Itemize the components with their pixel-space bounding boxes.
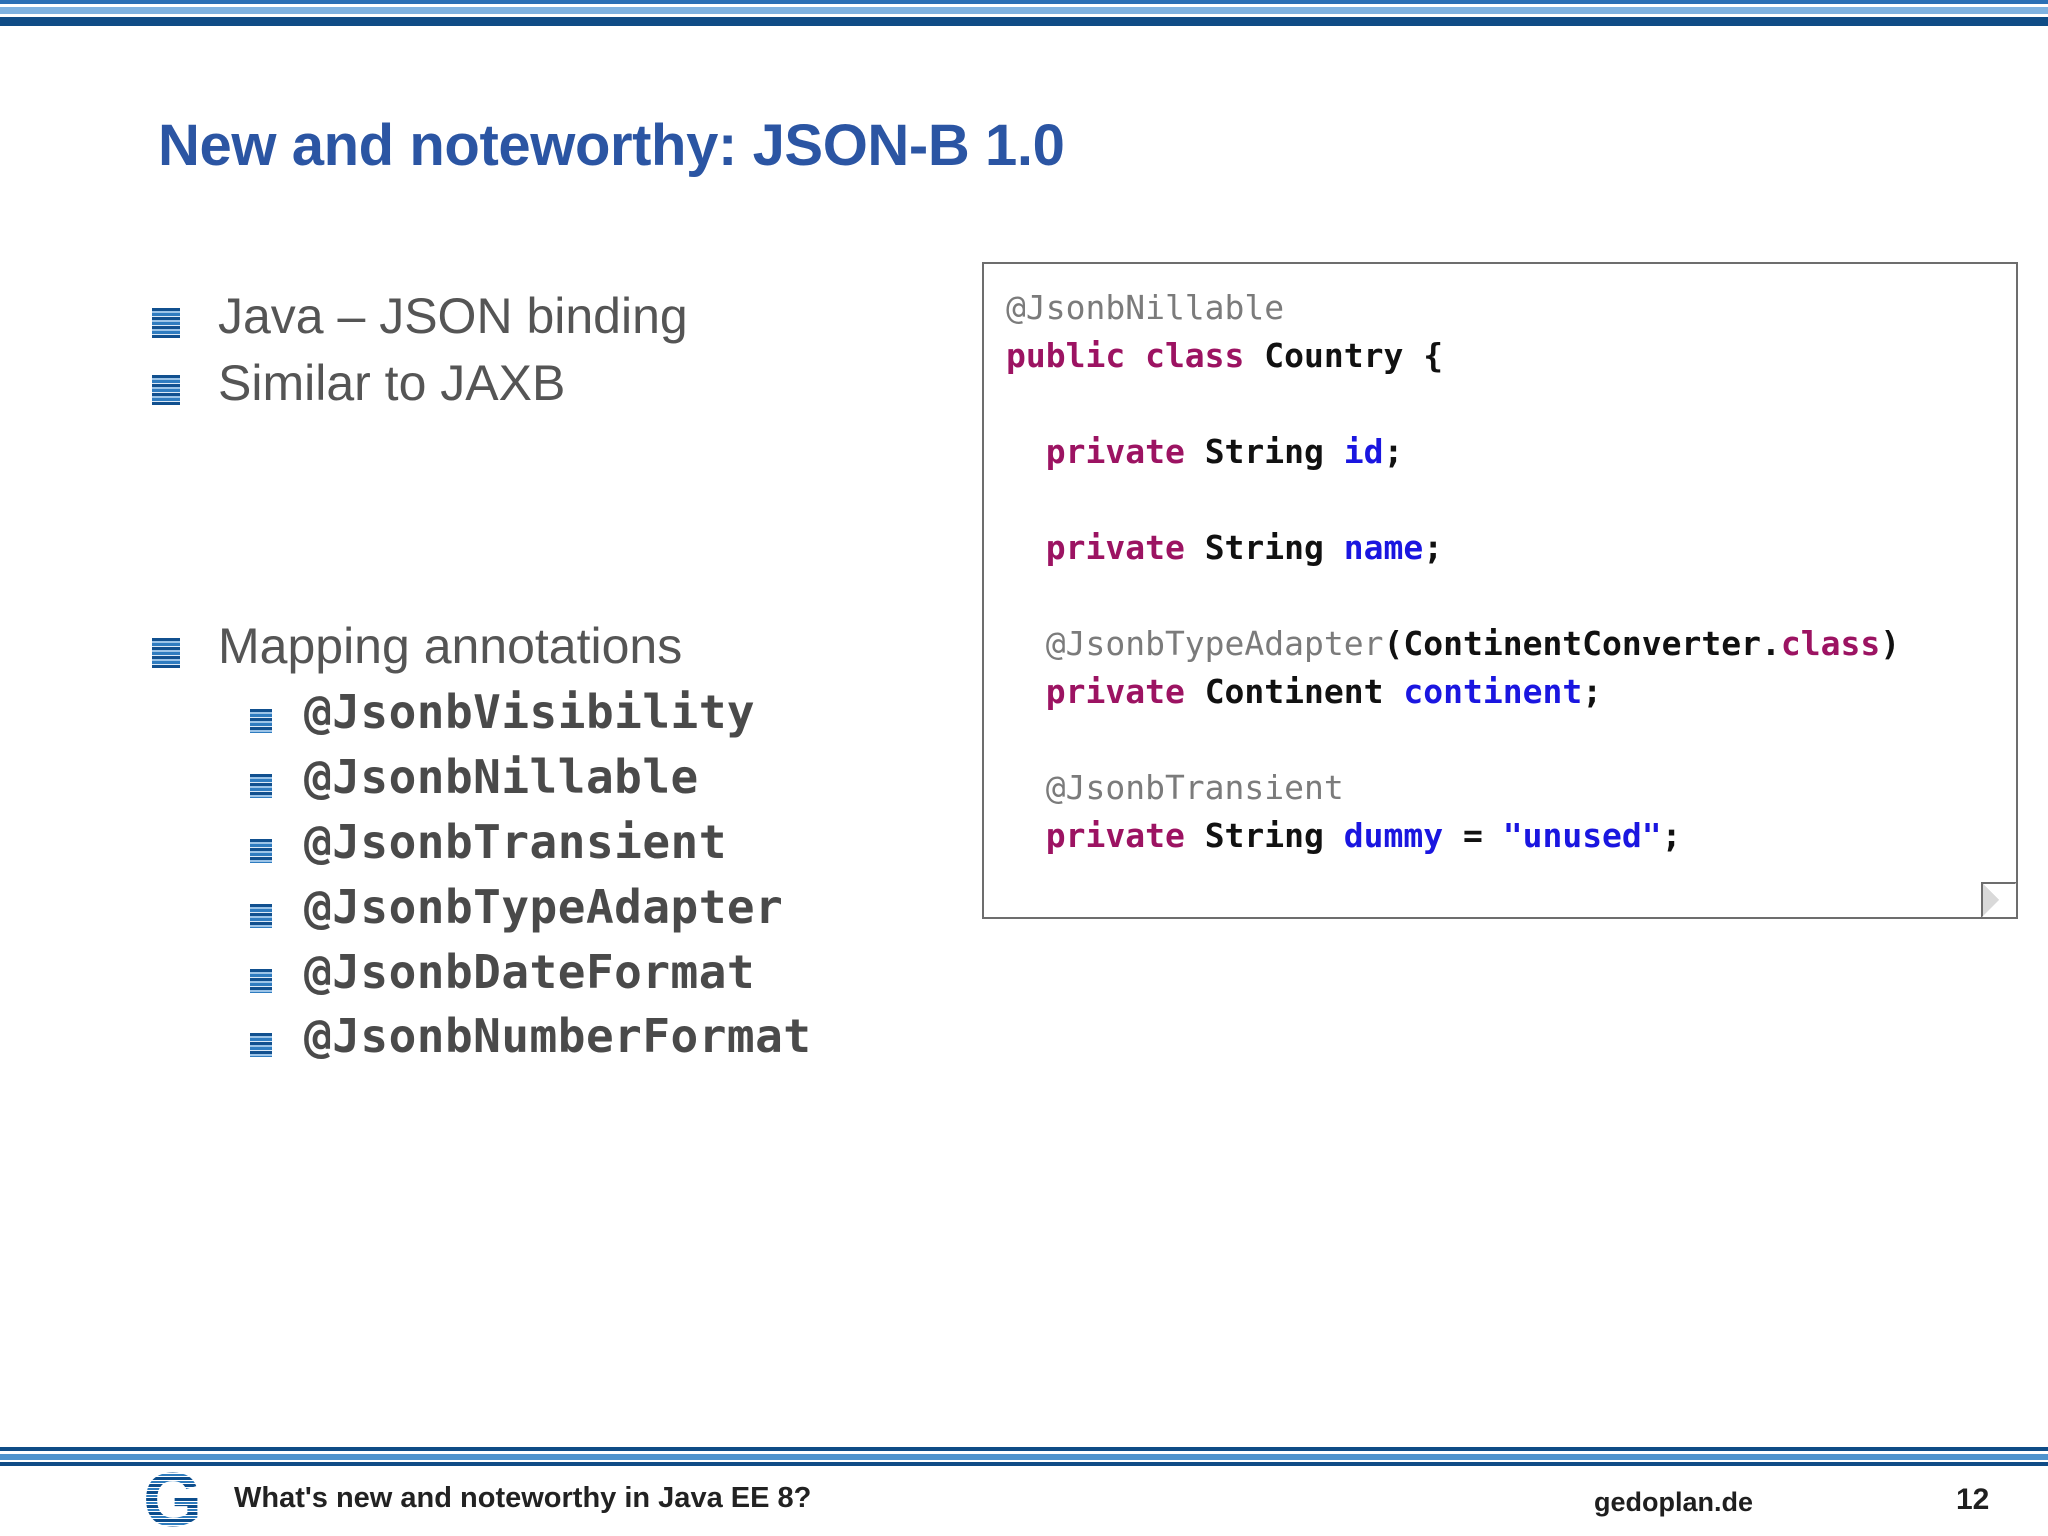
code-token: private bbox=[1006, 672, 1205, 711]
bullet-marker-icon bbox=[152, 308, 180, 338]
bullet-marker-icon bbox=[152, 638, 180, 668]
list-item: Similar to JAXB bbox=[152, 353, 982, 414]
code-token: @JsonbNillable bbox=[1006, 288, 1285, 327]
footer-deck-title: What's new and noteworthy in Java EE 8? bbox=[234, 1482, 812, 1514]
rule-band-3 bbox=[0, 7, 2048, 14]
code-token: ; bbox=[1661, 816, 1682, 855]
code-token: name bbox=[1343, 528, 1424, 567]
annotation-label: @JsonbDateFormat bbox=[304, 944, 756, 999]
gedoplan-logo-icon: G bbox=[143, 1470, 207, 1532]
code-line: @JsonbTransient bbox=[1006, 764, 2016, 812]
annotation-label: @JsonbNillable bbox=[304, 749, 699, 804]
list-item: Mapping annotations bbox=[152, 616, 982, 677]
code-token: @JsonbTypeAdapter bbox=[1006, 624, 1384, 663]
bullet-label: Similar to JAXB bbox=[218, 355, 566, 411]
code-line: public class Country { bbox=[1006, 332, 2016, 380]
rule-band-1 bbox=[0, 0, 2048, 4]
bullet-marker-icon bbox=[250, 903, 272, 928]
list-item: @JsonbTransient bbox=[152, 813, 982, 872]
rule-band-4 bbox=[0, 14, 2048, 17]
code-snippet-content: @JsonbNillable public class Country { pri… bbox=[984, 264, 2016, 860]
code-token: "unused" bbox=[1502, 816, 1662, 855]
code-token: private bbox=[1006, 432, 1205, 471]
code-line: private String id; bbox=[1006, 428, 2016, 476]
annotation-label: @JsonbNumberFormat bbox=[304, 1009, 812, 1064]
list-item: Java – JSON binding bbox=[152, 286, 982, 347]
bullet-label: Mapping annotations bbox=[218, 618, 683, 674]
code-line bbox=[1006, 716, 2016, 764]
code-token: ; bbox=[1383, 432, 1404, 471]
code-token: private bbox=[1006, 816, 1205, 855]
code-token: dummy bbox=[1343, 816, 1444, 855]
code-line bbox=[1006, 572, 2016, 620]
folded-corner-icon bbox=[1981, 882, 2016, 917]
bullet-marker-icon bbox=[250, 968, 272, 993]
code-snippet-box: @JsonbNillable public class Country { pri… bbox=[982, 262, 2018, 919]
code-token: String bbox=[1204, 528, 1344, 567]
list-item: @JsonbNillable bbox=[152, 748, 982, 807]
code-token: Continent bbox=[1204, 672, 1404, 711]
code-token: @JsonbTransient bbox=[1006, 768, 1344, 807]
annotation-label: @JsonbVisibility bbox=[304, 685, 756, 739]
code-token: String bbox=[1204, 816, 1344, 855]
bullet-label: Java – JSON binding bbox=[218, 288, 688, 344]
code-line: @JsonbNillable bbox=[1006, 284, 2016, 332]
code-token: public class bbox=[1006, 336, 1265, 375]
code-line bbox=[1006, 476, 2016, 524]
list-item: @JsonbTypeAdapter bbox=[152, 878, 982, 937]
code-token: Country { bbox=[1264, 336, 1444, 375]
footer-rule-band-1 bbox=[0, 1447, 2048, 1451]
bullet-marker-icon bbox=[250, 773, 272, 798]
code-token: id bbox=[1343, 432, 1384, 471]
footer-rule-band-2 bbox=[0, 1451, 2048, 1454]
bullet-marker-icon bbox=[250, 1033, 272, 1058]
code-line: @JsonbTypeAdapter(ContinentConverter.cla… bbox=[1006, 620, 2016, 668]
code-token: continent bbox=[1403, 672, 1583, 711]
annotation-label: @JsonbTypeAdapter bbox=[304, 879, 784, 934]
footer-rule-band-5 bbox=[0, 1462, 2048, 1466]
footer-rule-band-3 bbox=[0, 1454, 2048, 1460]
slide-title: New and noteworthy: JSON-B 1.0 bbox=[158, 113, 1065, 178]
footer-page-number: 12 bbox=[1956, 1483, 1990, 1516]
code-line: private String dummy = "unused"; bbox=[1006, 812, 2016, 860]
code-token: class bbox=[1780, 624, 1881, 663]
list-item: @JsonbVisibility bbox=[152, 683, 982, 742]
code-token: String bbox=[1204, 432, 1344, 471]
code-token: (ContinentConverter. bbox=[1383, 624, 1781, 663]
bullet-marker-icon bbox=[250, 709, 272, 733]
annotation-label: @JsonbTransient bbox=[304, 814, 727, 869]
bullet-marker-icon bbox=[250, 838, 272, 863]
list-item: @JsonbNumberFormat bbox=[152, 1007, 982, 1066]
code-line: private Continent continent; bbox=[1006, 668, 2016, 716]
code-line: private String name; bbox=[1006, 524, 2016, 572]
rule-band-2 bbox=[0, 4, 2048, 7]
code-token: ; bbox=[1582, 672, 1603, 711]
bullet-list: Java – JSON binding Similar to JAXB Mapp… bbox=[152, 286, 982, 1072]
code-line bbox=[1006, 380, 2016, 428]
code-token: private bbox=[1006, 528, 1205, 567]
content-spacer bbox=[152, 420, 982, 616]
bullet-marker-icon bbox=[152, 375, 180, 405]
top-decorative-rule bbox=[0, 0, 2048, 26]
list-item: @JsonbDateFormat bbox=[152, 943, 982, 1002]
code-token: ; bbox=[1423, 528, 1444, 567]
footer-rule-band-4 bbox=[0, 1460, 2048, 1462]
rule-band-5 bbox=[0, 17, 2048, 26]
code-token: ) bbox=[1880, 624, 1901, 663]
footer-decorative-rule bbox=[0, 1447, 2048, 1469]
footer-website: gedoplan.de bbox=[1594, 1487, 1754, 1517]
code-token: = bbox=[1443, 816, 1503, 855]
